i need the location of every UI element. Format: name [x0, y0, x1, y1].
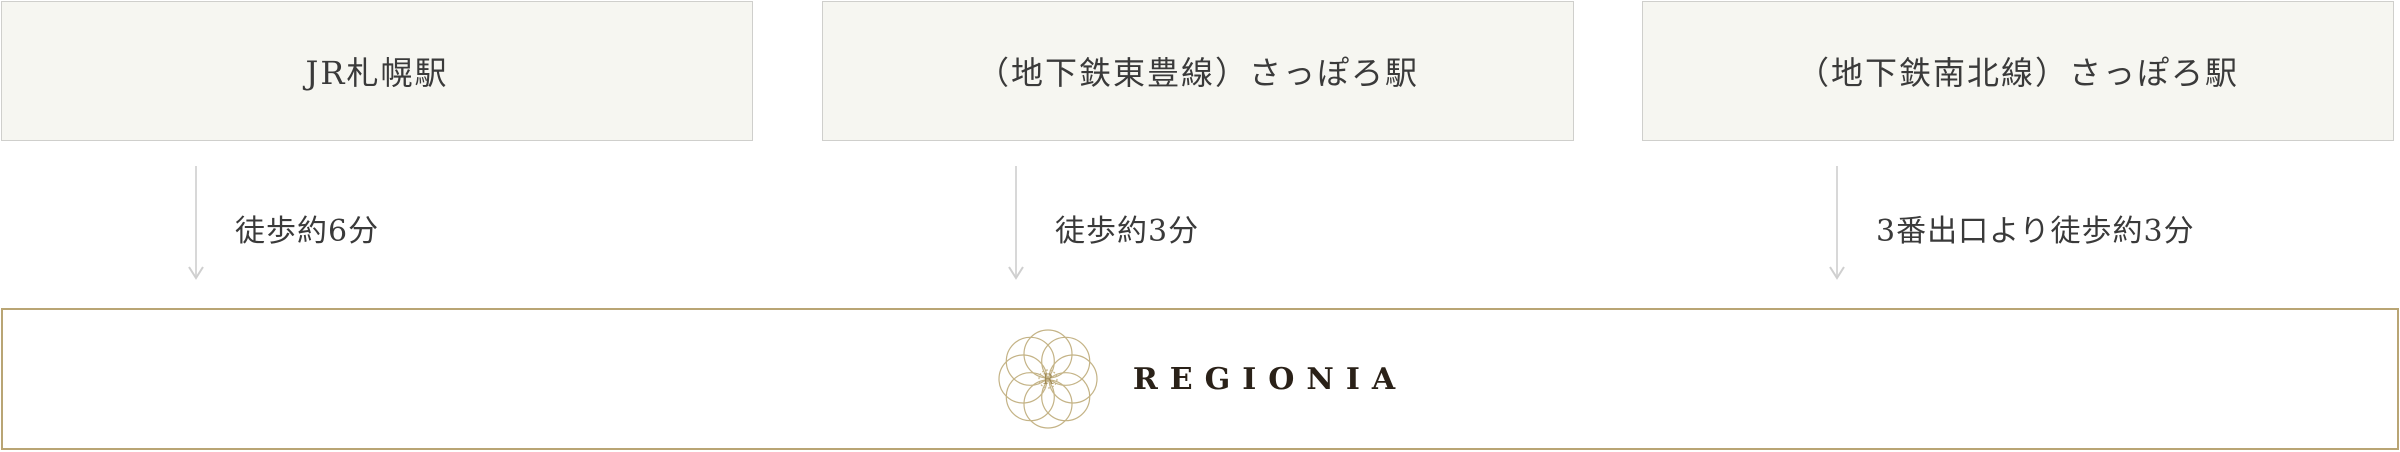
walk-time-label: 徒歩約3分: [1055, 214, 1200, 249]
arrow-down-icon: [1008, 266, 1024, 280]
logo-letter: R: [1043, 372, 1054, 388]
route-namboku-line: 3番出口より徒歩約3分: [1829, 166, 2400, 284]
station-box-toho-line: （地下鉄東豊線）さっぽろ駅: [822, 1, 1574, 141]
route-jr-sapporo: 徒歩約6分: [188, 166, 795, 284]
flower-emblem-icon: R: [998, 329, 1098, 429]
arrow-line: [1836, 166, 1838, 278]
destination-box: R REGIONIA: [1, 308, 2399, 450]
station-name: （地下鉄南北線）さっぽろ駅: [1796, 54, 2239, 92]
logo-wordmark: REGIONIA: [1132, 361, 1408, 397]
route-toho-line: 徒歩約3分: [1008, 166, 1615, 284]
arrow-line: [1015, 166, 1017, 278]
arrow-line: [195, 166, 197, 278]
station-name: JR札幌駅: [305, 54, 449, 92]
walk-time-label: 3番出口より徒歩約3分: [1876, 214, 2195, 249]
regionia-logo: R REGIONIA: [993, 324, 1407, 434]
station-box-jr-sapporo: JR札幌駅: [1, 1, 753, 141]
walk-time-label: 徒歩約6分: [235, 214, 380, 249]
station-box-namboku-line: （地下鉄南北線）さっぽろ駅: [1642, 1, 2394, 141]
arrow-down-icon: [188, 266, 204, 280]
arrow-down-icon: [1829, 266, 1845, 280]
station-name: （地下鉄東豊線）さっぽろ駅: [976, 54, 1419, 92]
